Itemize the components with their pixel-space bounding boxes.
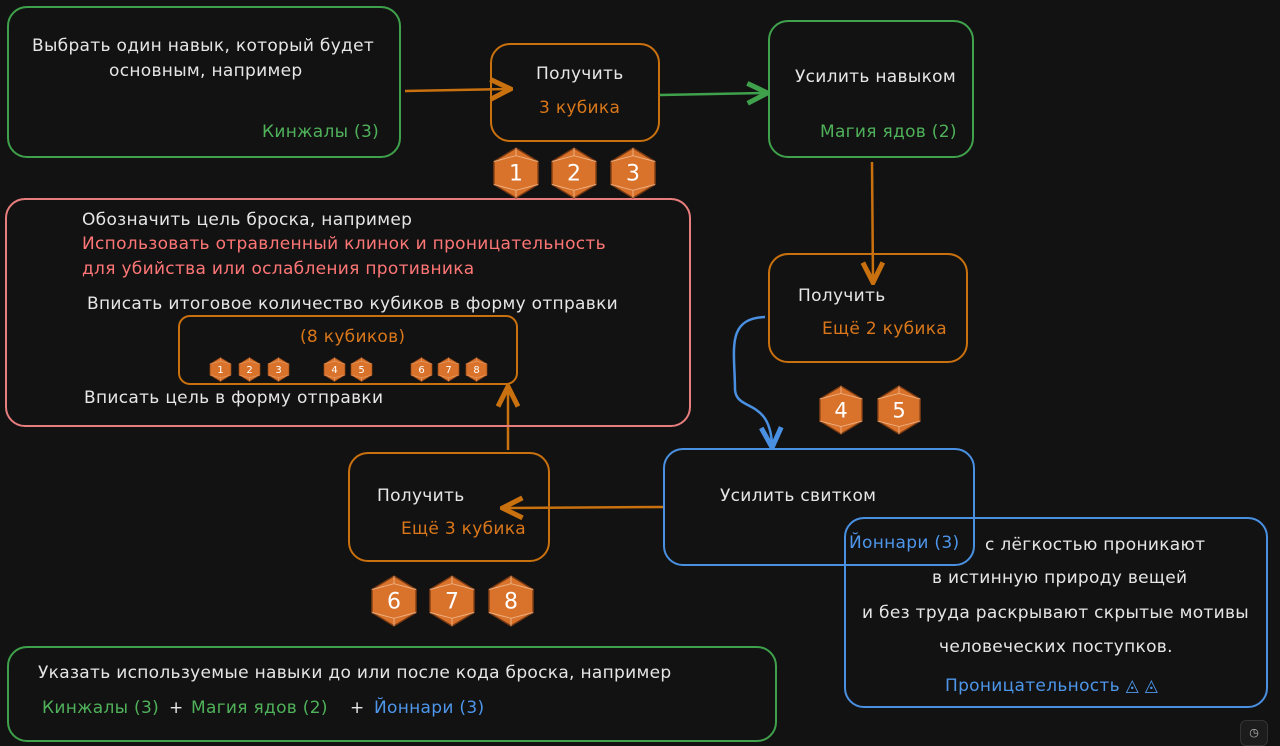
enhance-scroll-box bbox=[663, 448, 975, 566]
die-label: 7 bbox=[445, 365, 451, 376]
arrow-get3-to-enhance bbox=[659, 93, 765, 95]
get-3-dice-box bbox=[490, 43, 660, 142]
die-label: 3 bbox=[275, 365, 281, 376]
scroll-card-line3: и без труда раскрывают скрытые мотивы bbox=[862, 603, 1249, 623]
mini-die-icon: 4 bbox=[323, 357, 346, 382]
scroll-card-name: Йоннари (3) bbox=[849, 533, 960, 553]
enhance-skill-box bbox=[768, 20, 974, 158]
d8-die-icon: 3 bbox=[609, 147, 657, 199]
skills-note-skill-poison: Магия ядов (2) bbox=[191, 698, 328, 718]
skills-note-skill-yonnari: Йоннари (3) bbox=[374, 698, 485, 718]
choose-skill-line2: основным, например bbox=[109, 61, 303, 81]
die-label: 6 bbox=[387, 590, 401, 615]
die-label: 5 bbox=[358, 365, 364, 376]
die-label: 8 bbox=[504, 590, 518, 615]
scroll-card bbox=[844, 517, 1268, 708]
mini-die-icon: 5 bbox=[350, 357, 373, 382]
die-label: 4 bbox=[331, 365, 337, 376]
skills-note-plus-1: + bbox=[169, 698, 184, 718]
d8-die-icon: 8 bbox=[487, 575, 535, 627]
enhance-skill-label: Усилить навыком bbox=[795, 67, 956, 87]
skills-note-plus-2: + bbox=[350, 698, 365, 718]
total-dice-box bbox=[178, 315, 518, 385]
get-3-dice-label: Получить bbox=[536, 64, 624, 84]
choose-skill-example: Кинжалы (3) bbox=[262, 122, 380, 142]
mini-die-icon: 7 bbox=[437, 357, 460, 382]
mini-die-icon: 1 bbox=[209, 357, 232, 382]
mini-die-icon: 3 bbox=[267, 357, 290, 382]
scroll-card-line4: человеческих поступков. bbox=[939, 637, 1173, 657]
die-label: 1 bbox=[509, 162, 523, 187]
get-3-dice-value: 3 кубика bbox=[539, 98, 621, 118]
d8-die-icon: 6 bbox=[370, 575, 418, 627]
get-3-more-dice-box bbox=[348, 452, 550, 562]
mini-die-icon: 8 bbox=[465, 357, 488, 382]
goal-total-instruction: Вписать итоговое количество кубиков в фо… bbox=[87, 294, 618, 314]
goal-example-line1: Использовать отравленный клинок и прониц… bbox=[82, 234, 606, 254]
enhance-scroll-label: Усилить свитком bbox=[720, 486, 877, 506]
die-label: 2 bbox=[567, 162, 581, 187]
die-label: 8 bbox=[473, 365, 479, 376]
die-label: 5 bbox=[892, 398, 905, 422]
skills-note-box bbox=[7, 646, 777, 742]
die-label: 1 bbox=[217, 365, 223, 376]
scroll-card-trait: Проницательность ◬ ◬ bbox=[945, 676, 1159, 696]
d8-die-icon: 7 bbox=[428, 575, 476, 627]
die-label: 6 bbox=[418, 365, 424, 376]
die-label: 3 bbox=[626, 162, 640, 187]
goal-target-instruction: Вписать цель в форму отправки bbox=[84, 388, 384, 408]
mini-die-icon: 2 bbox=[238, 357, 261, 382]
die-label: 7 bbox=[445, 590, 459, 615]
get-3-more-dice-label: Получить bbox=[377, 486, 465, 506]
clock-icon[interactable]: ◷ bbox=[1240, 720, 1268, 746]
choose-skill-box bbox=[7, 6, 401, 158]
mini-die-icon: 6 bbox=[410, 357, 433, 382]
choose-skill-line1: Выбрать один навык, который будет bbox=[32, 36, 375, 56]
d8-die-icon: 5 bbox=[876, 385, 922, 435]
total-dice-count: (8 кубиков) bbox=[300, 327, 406, 347]
d8-die-icon: 1 bbox=[492, 147, 540, 199]
roll-goal-box bbox=[5, 198, 691, 427]
scroll-card-line2: в истинную природу вещей bbox=[932, 568, 1188, 588]
d8-die-icon: 2 bbox=[550, 147, 598, 199]
get-2-dice-value: Ещё 2 кубика bbox=[822, 319, 947, 339]
scroll-card-line1: с лёгкостью проникают bbox=[985, 535, 1206, 555]
die-label: 2 bbox=[246, 365, 252, 376]
goal-line1: Обозначить цель броска, например bbox=[82, 210, 413, 230]
skills-note-text: Указать используемые навыки до или после… bbox=[38, 663, 672, 683]
skills-note-skill-daggers: Кинжалы (3) bbox=[42, 698, 160, 718]
enhance-skill-example: Магия ядов (2) bbox=[820, 122, 957, 142]
arrow-get2-to-scroll bbox=[732, 315, 772, 445]
die-label: 4 bbox=[834, 398, 847, 422]
d8-die-icon: 4 bbox=[818, 385, 864, 435]
get-2-dice-label: Получить bbox=[798, 286, 886, 306]
get-3-more-dice-value: Ещё 3 кубика bbox=[401, 519, 526, 539]
get-2-dice-box bbox=[768, 253, 968, 363]
goal-example-line2: для убийства или ослабления противника bbox=[82, 259, 475, 279]
